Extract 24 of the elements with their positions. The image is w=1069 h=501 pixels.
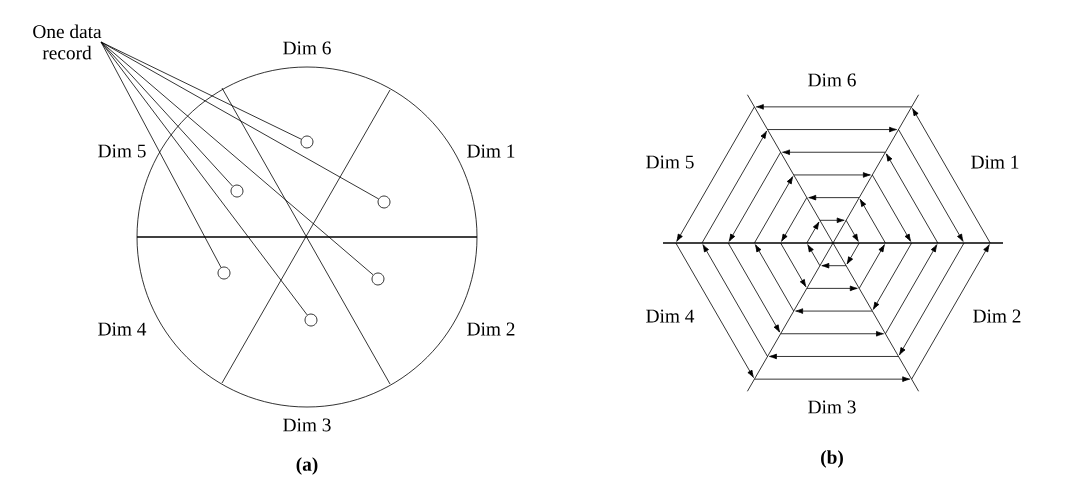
axis-label: Dim 3: [283, 418, 331, 432]
panel-label: (a): [296, 457, 318, 475]
axis-label: Dim 6: [808, 73, 856, 87]
data-point: [304, 313, 318, 327]
axis-label: Dim 6: [283, 41, 331, 55]
axis-label: Dim 3: [808, 400, 856, 414]
data-point: [300, 135, 314, 149]
data-point: [377, 195, 391, 209]
leader-line: [100, 41, 374, 276]
panel-label: (b): [821, 450, 843, 468]
data-point: [230, 184, 244, 198]
leader-line: [100, 41, 302, 140]
data-point: [371, 272, 385, 286]
axis-label: Dim 4: [98, 322, 147, 336]
annotation-text: One data record: [33, 24, 102, 60]
axis-label: Dim 2: [973, 309, 1021, 323]
axis-label: Dim 2: [467, 322, 515, 336]
axis-label: Dim 4: [646, 309, 695, 323]
data-point: [217, 266, 231, 280]
axis-label: Dim 5: [98, 144, 146, 158]
axis-label: Dim 1: [971, 155, 1019, 169]
axis-label: Dim 5: [646, 155, 694, 169]
leader-line: [100, 41, 308, 316]
axis-label: Dim 1: [467, 144, 515, 158]
